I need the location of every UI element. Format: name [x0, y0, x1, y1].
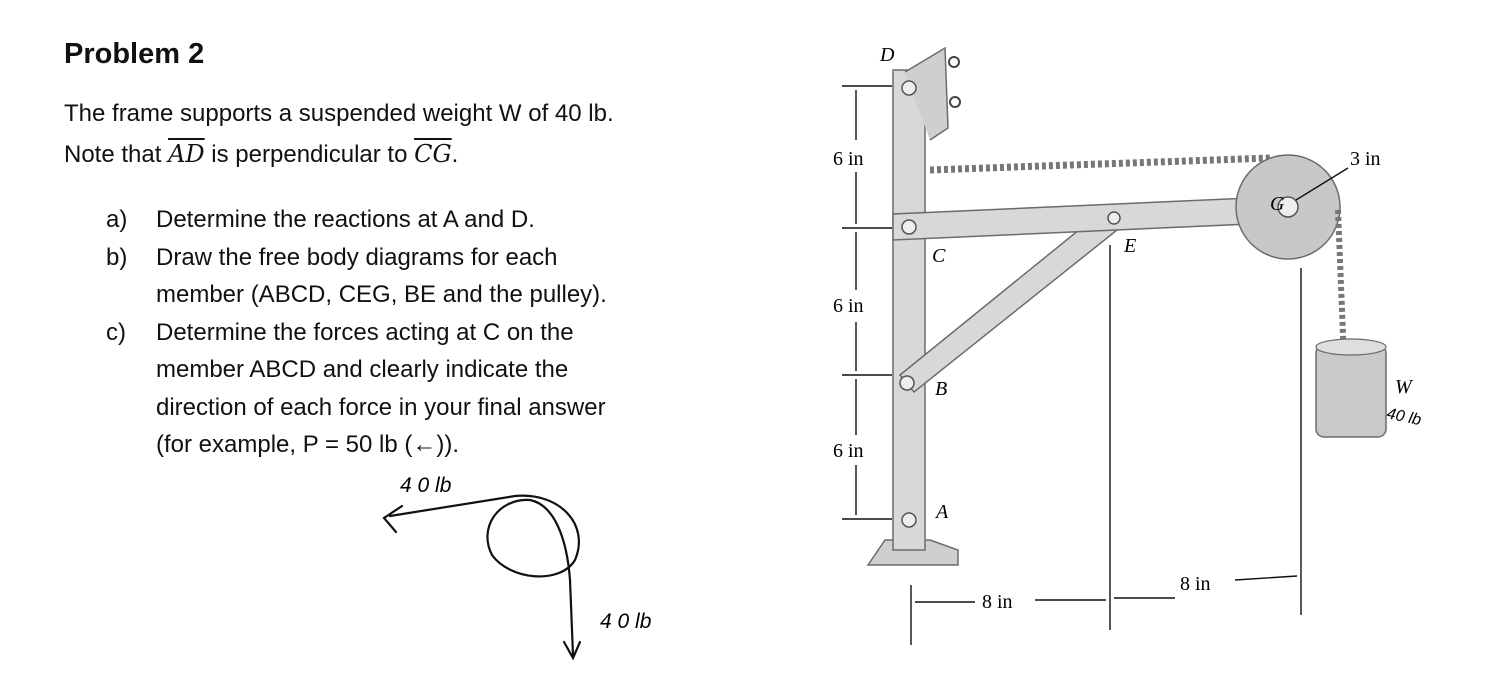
intro-mid: is perpendicular to: [204, 141, 415, 168]
question-label: a): [106, 206, 128, 233]
question-item: a) Determine the reactions at A and D.: [106, 201, 796, 239]
pin-b: [899, 375, 915, 391]
question-label: c): [106, 318, 126, 346]
sketch-arrow-down: [562, 640, 582, 661]
weight-top: [1315, 338, 1387, 356]
horizontal-dimensions: [910, 167, 1349, 645]
question-text: Determine the reactions at A and D.: [156, 206, 535, 233]
dim-v1: 6 in: [833, 148, 864, 170]
segment-cg: CG: [414, 140, 452, 168]
label-w: W: [1395, 376, 1414, 398]
dim-h2: 8 in: [1180, 573, 1211, 595]
label-d: D: [879, 44, 895, 66]
question-item: c) Determine the forces acting at C on th…: [106, 314, 796, 464]
sketch-label-left: 4 0 lb: [400, 474, 452, 497]
pin-e: [1107, 211, 1121, 225]
weight-note: 40 lb: [1385, 405, 1423, 429]
pin-d: [901, 80, 917, 96]
dim-radius: 3 in: [1350, 148, 1381, 170]
dim-v3: 6 in: [833, 440, 864, 462]
intro-suffix: .: [451, 141, 459, 168]
member-abcd: [892, 69, 926, 551]
label-b: B: [935, 378, 947, 400]
sketch-arrow-left: [382, 504, 404, 534]
question-label: b): [106, 243, 128, 271]
bracket-d: [904, 46, 949, 141]
rope-top: [929, 154, 1271, 174]
vertical-dimensions: [842, 85, 892, 520]
question-text: Draw the free body diagrams for each mem…: [156, 243, 607, 309]
base-support-a: [866, 539, 959, 566]
question-item: b) Draw the free body diagrams for each m…: [106, 239, 796, 314]
question-text: Determine the forces acting at C on the …: [156, 318, 606, 459]
intro-line-2: Note that AD is perpendicular to CG.: [64, 140, 458, 169]
intro-prefix: Note that: [64, 141, 169, 168]
rope-hanging: [1335, 209, 1347, 361]
frame-diagram: D C E B A G W 6 in 6 in 6 in 8 in 8 in 3…: [833, 44, 1423, 645]
problem-title: Problem 2: [64, 38, 205, 70]
label-a: A: [934, 501, 949, 523]
question-list: a) Determine the reactions at A and D. b)…: [106, 201, 796, 464]
sketch-label-down: 4 0 lb: [600, 610, 652, 633]
pin-a: [901, 512, 917, 528]
bolt-icon: [948, 56, 960, 68]
label-c: C: [932, 245, 946, 267]
segment-ad: AD: [168, 140, 205, 168]
bolt-icon: [949, 96, 961, 108]
dim-h1: 8 in: [982, 591, 1013, 613]
handwritten-sketch: [382, 494, 582, 661]
label-g: G: [1270, 193, 1285, 215]
pulley-pin-g: [1277, 196, 1299, 218]
member-ceg: [892, 197, 1251, 241]
dim-v2: 6 in: [833, 295, 864, 317]
sketch-loop: [388, 494, 580, 657]
label-e: E: [1123, 235, 1136, 257]
weight-w: [1315, 344, 1387, 438]
pin-c: [901, 219, 917, 235]
intro-line-1: The frame supports a suspended weight W …: [64, 100, 614, 127]
